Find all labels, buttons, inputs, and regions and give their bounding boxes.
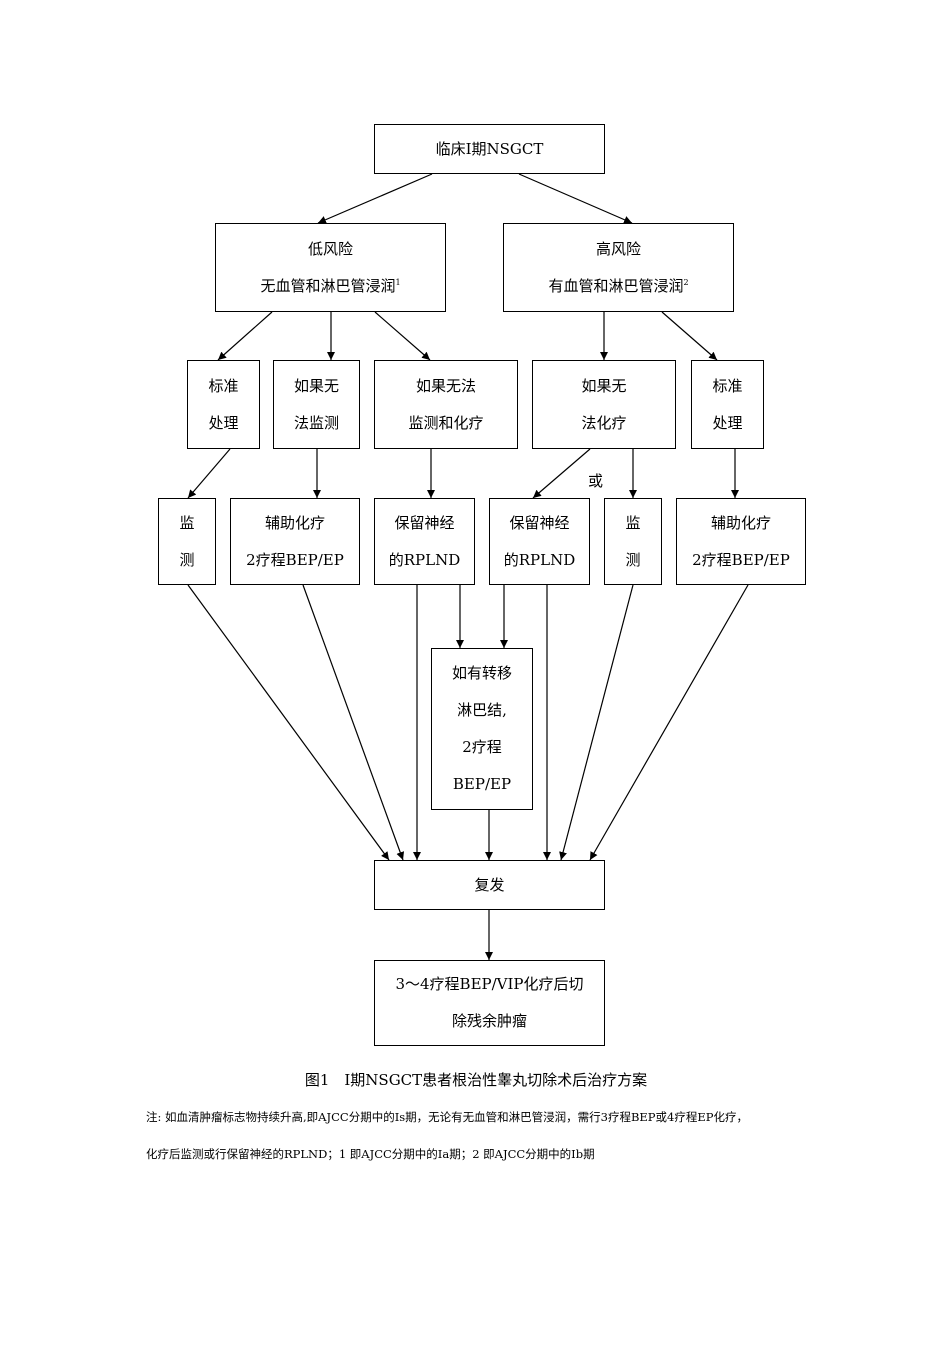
node-high-cannot-chemo-line1: 如果无 (581, 376, 627, 395)
arrow-cannot-chemo-to-rplnd (532, 448, 591, 499)
node-low-standard-line1: 标准 (208, 376, 239, 395)
node-rplnd-1-line2: 的RPLND (388, 550, 461, 569)
node-low-cannot-monitor-line1: 如果无 (293, 376, 339, 395)
node-salvage-line1: 3～4疗程BEP/VIP化疗后切 (395, 975, 584, 993)
arrow-standard-to-monitor (187, 448, 231, 499)
node-adjuvant-2: 辅助化疗 2疗程BEP/EP (676, 498, 806, 585)
node-high-risk-desc: 有血管和淋巴管浸润2 (548, 276, 689, 295)
node-low-cannot-monitor-chemo: 如果无法 监测和化疗 (374, 360, 518, 449)
node-high-standard-line1: 标准 (712, 376, 743, 395)
node-low-cannot-monitor-line2: 法监测 (293, 413, 339, 432)
node-relapse-label: 复发 (474, 875, 505, 894)
node-high-risk: 高风险 有血管和淋巴管浸润2 (503, 223, 734, 312)
arrow-low-to-cannot-monitor-chemo (374, 311, 431, 361)
node-monitor-2: 监 测 (604, 498, 662, 585)
node-high-standard-line2: 处理 (712, 413, 743, 432)
arrow-monitor2-to-relapse (559, 584, 634, 861)
node-adjuvant-1-line1: 辅助化疗 (264, 513, 325, 532)
footnote-marker-1: 1 (395, 277, 401, 287)
node-low-standard: 标准 处理 (187, 360, 260, 449)
node-root-label: 临床I期NSGCT (435, 139, 544, 158)
node-salvage: 3～4疗程BEP/VIP化疗后切 除残余肿瘤 (374, 960, 605, 1046)
node-adjuvant-1-line2: 2疗程BEP/EP (246, 550, 344, 569)
arrow-root-to-low (317, 173, 433, 224)
node-monitor-2-line2: 测 (625, 550, 641, 569)
node-metastatic-line2: 淋巴结, (457, 701, 507, 719)
node-metastatic-line4: BEP/EP (452, 775, 512, 793)
node-low-cannot-monitor-chemo-line1: 如果无法 (415, 376, 476, 395)
node-rplnd-1: 保留神经 的RPLND (374, 498, 475, 585)
arrow-adjuvant2-to-relapse (589, 584, 749, 861)
node-adjuvant-1: 辅助化疗 2疗程BEP/EP (230, 498, 360, 585)
figure-note-line2: 化疗后监测或行保留神经的RPLND；1 即AJCC分期中的Ⅰa期；2 即AJCC… (146, 1147, 595, 1161)
node-adjuvant-2-line2: 2疗程BEP/EP (692, 550, 790, 569)
node-monitor-1-line1: 监 (179, 513, 195, 532)
node-root: 临床I期NSGCT (374, 124, 605, 174)
arrow-adjuvant1-to-relapse (302, 584, 405, 861)
node-high-risk-title: 高风险 (595, 239, 641, 258)
node-low-standard-line2: 处理 (208, 413, 239, 432)
node-rplnd-2: 保留神经 的RPLND (489, 498, 590, 585)
footnote-marker-2: 2 (683, 277, 689, 287)
figure-note-line1: 注: 如血清肿瘤标志物持续升高,即AJCC分期中的Is期，无论有无血管和淋巴管浸… (146, 1110, 748, 1124)
node-rplnd-2-line1: 保留神经 (509, 513, 570, 532)
node-salvage-line2: 除残余肿瘤 (451, 1012, 527, 1030)
node-monitor-2-line1: 监 (625, 513, 641, 532)
node-low-risk-desc: 无血管和淋巴管浸润1 (260, 276, 401, 295)
node-low-cannot-monitor: 如果无 法监测 (273, 360, 360, 449)
node-high-standard: 标准 处理 (691, 360, 764, 449)
node-metastatic-line3: 2疗程 (462, 738, 502, 756)
node-monitor-1-line2: 测 (179, 550, 195, 569)
node-monitor-1: 监 测 (158, 498, 216, 585)
arrow-monitor1-to-relapse (187, 584, 390, 861)
node-metastatic: 如有转移 淋巴结, 2疗程 BEP/EP (431, 648, 533, 810)
node-relapse: 复发 (374, 860, 605, 910)
arrow-high-to-standard (661, 311, 718, 361)
figure-caption: 图1 Ⅰ期NSGCT患者根治性睾丸切除术后治疗方案 (304, 1071, 648, 1089)
node-high-cannot-chemo-line2: 法化疗 (581, 413, 627, 432)
arrow-low-to-standard (217, 311, 273, 361)
node-low-risk: 低风险 无血管和淋巴管浸润1 (215, 223, 446, 312)
node-metastatic-line1: 如有转移 (451, 664, 512, 682)
node-low-risk-title: 低风险 (307, 239, 353, 258)
node-rplnd-2-line2: 的RPLND (503, 550, 576, 569)
node-rplnd-1-line1: 保留神经 (394, 513, 455, 532)
node-high-cannot-chemo: 如果无 法化疗 (532, 360, 676, 449)
arrow-root-to-high (518, 173, 633, 224)
node-low-cannot-monitor-chemo-line2: 监测和化疗 (408, 413, 484, 432)
node-adjuvant-2-line1: 辅助化疗 (710, 513, 771, 532)
or-label: 或 (588, 472, 604, 490)
